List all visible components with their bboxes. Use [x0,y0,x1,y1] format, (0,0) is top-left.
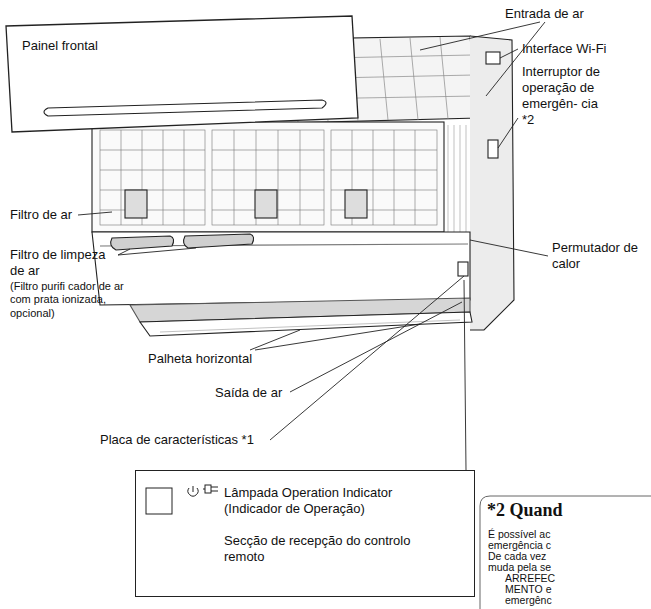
leader-lines [78,22,548,470]
part-label: Permutador de calor [552,240,638,272]
note-text: emergência c [488,539,551,552]
indicator-text: Secção de recepção do controlo remoto [224,533,414,566]
part-label: Filtro de ar [10,207,100,223]
note-text: emergênc [505,594,552,607]
note-text: É possível ac [488,528,550,541]
note-text: De cada vez [488,550,546,563]
part-label: Entrada de ar [505,6,645,22]
note-heading: *2 Quand [487,500,563,522]
part-label: Saída de ar [215,385,335,401]
indicator-text: Lâmpada Operation Indicator (Indicador d… [224,485,434,518]
part-note: (Filtro purifi cador de ar com prata ion… [10,280,134,320]
part-label: Painel frontal [22,38,142,54]
note-text: muda pela se [488,561,551,574]
note-panel [480,496,651,609]
note-text: MENTO e [505,583,551,596]
note-text: ARREFEC [505,572,555,585]
indoor-unit [6,16,514,336]
part-label: Interruptor de operação de emergên- cia … [522,64,608,127]
part-label: Palheta horizontal [148,351,308,367]
indicator-box: Lâmpada Operation Indicator (Indicador d… [135,470,475,597]
part-label: Filtro de limpeza de ar [10,247,122,279]
part-label: Placa de características *1 [100,432,300,448]
indicator-icons [146,485,218,514]
part-label: Interface Wi-Fi [522,41,647,57]
